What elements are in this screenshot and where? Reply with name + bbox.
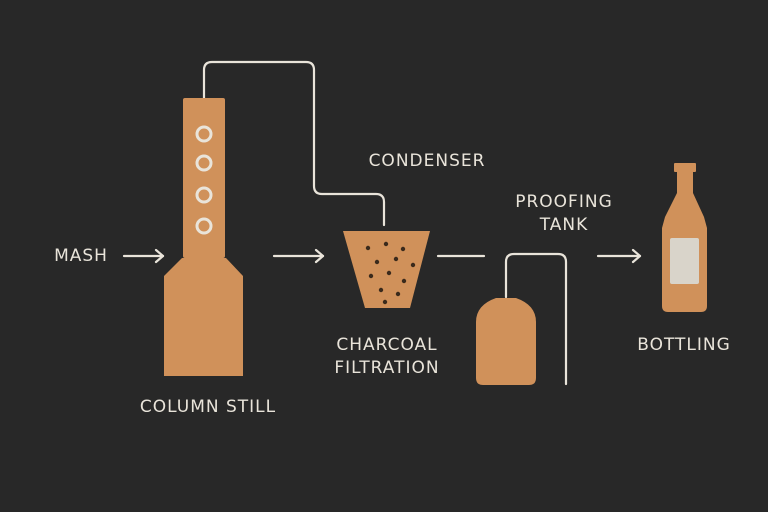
- bottle-label: [670, 238, 699, 284]
- arrow-still-to-filter: [272, 248, 325, 264]
- column-still-icon: [164, 98, 243, 376]
- bottling-label: BOTTLING: [637, 335, 731, 355]
- still-port-4: [195, 217, 213, 235]
- arrow-to-bottling: [596, 248, 642, 264]
- proofing-tank-label-line1: PROOFING: [515, 192, 613, 212]
- charcoal-filter-icon: [343, 231, 430, 308]
- bottle-cap: [674, 163, 696, 172]
- still-port-3: [195, 186, 213, 204]
- proofing-tank-label-line2: TANK: [539, 215, 589, 235]
- arrow-mash-to-still: [122, 248, 165, 264]
- proofing-tank-pipe: [504, 252, 568, 386]
- condenser-pipe: [202, 60, 386, 227]
- charcoal-filtration-label-line2: FILTRATION: [334, 358, 440, 378]
- charcoal-particles: [365, 241, 416, 305]
- column-still-label: COLUMN STILL: [139, 397, 277, 417]
- still-port-2: [195, 154, 213, 172]
- mash-label: MASH: [54, 246, 108, 266]
- bottle-icon: [662, 163, 707, 312]
- proofing-tank-icon: [476, 298, 536, 385]
- still-port-1: [195, 125, 213, 143]
- condenser-label: CONDENSER: [368, 151, 486, 171]
- charcoal-filtration-label-line1: CHARCOAL: [336, 335, 438, 355]
